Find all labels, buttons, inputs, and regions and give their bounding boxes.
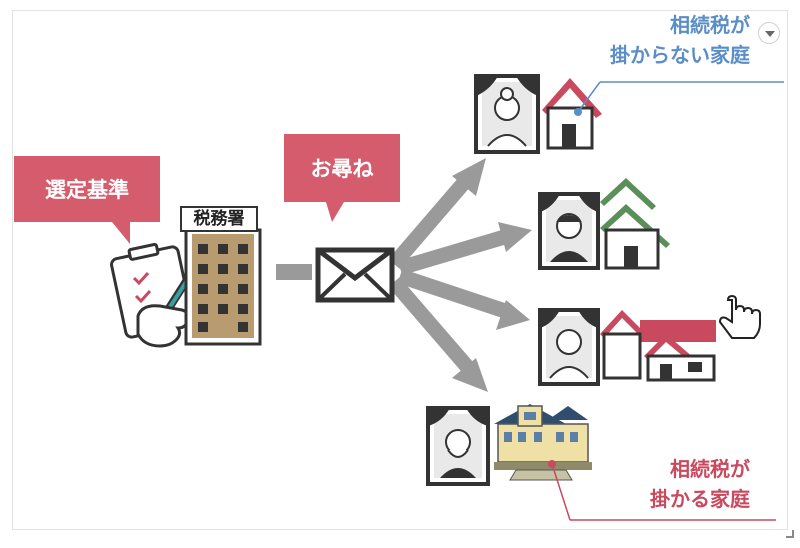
hand-icon bbox=[136, 304, 190, 348]
arrow-office-to-envelope bbox=[276, 264, 312, 280]
inquiry-label: お尋ね bbox=[310, 157, 374, 181]
portrait-icon bbox=[538, 308, 600, 386]
portrait-icon bbox=[538, 192, 600, 270]
building-icon bbox=[184, 228, 262, 346]
tax-household-label: 相続税が 掛かる家庭 bbox=[600, 454, 750, 514]
household-tax bbox=[426, 404, 776, 521]
household-no-tax bbox=[474, 74, 784, 154]
resize-handle[interactable] bbox=[786, 530, 794, 538]
pointer-hand-icon bbox=[718, 294, 761, 339]
envelope-icon bbox=[315, 247, 395, 303]
tax-office-label: 税務署 bbox=[180, 206, 258, 232]
portrait-icon bbox=[474, 74, 540, 154]
house-icon bbox=[600, 310, 716, 382]
tax-line2: 掛かる家庭 bbox=[650, 487, 750, 511]
no-tax-household-label: 相続税が 掛からない家庭 bbox=[600, 10, 750, 70]
bubble-tail-criteria bbox=[112, 222, 130, 244]
dropdown-icon[interactable] bbox=[758, 22, 780, 44]
inquiry-bubble: お尋ね bbox=[284, 134, 400, 202]
house-icon bbox=[542, 78, 602, 150]
arrows-to-households bbox=[388, 158, 532, 392]
no-tax-line1: 相続税が bbox=[670, 13, 750, 37]
selection-criteria-label: 選定基準 bbox=[45, 178, 129, 202]
household-3 bbox=[538, 308, 716, 386]
household-2 bbox=[538, 178, 670, 270]
no-tax-line2: 掛からない家庭 bbox=[610, 43, 750, 67]
mansion-icon bbox=[494, 404, 592, 481]
slide-frame bbox=[12, 10, 788, 530]
portrait-icon bbox=[426, 406, 490, 486]
house-icon bbox=[600, 178, 670, 270]
bubble-tail-inquiry bbox=[326, 202, 344, 222]
tax-line1: 相続税が bbox=[670, 457, 750, 481]
selection-criteria-bubble: 選定基準 bbox=[14, 156, 160, 222]
